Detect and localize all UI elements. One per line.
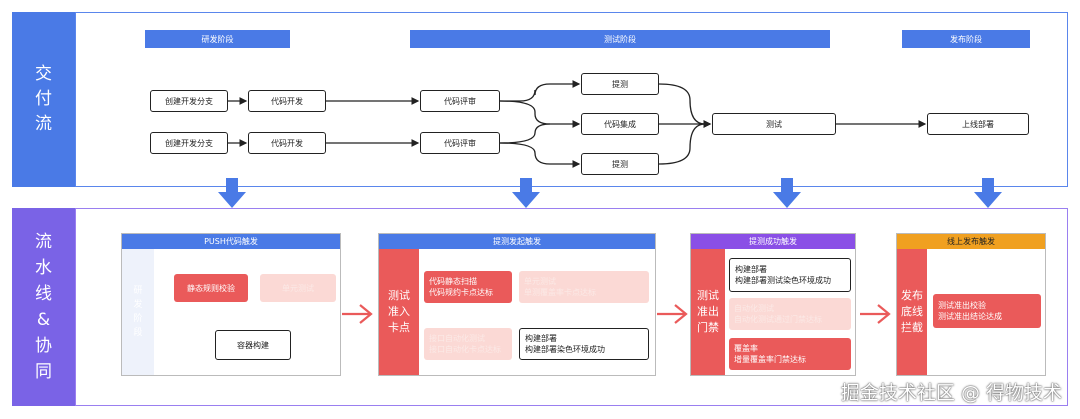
static-rule-check-item: 静态规则校验 — [174, 274, 248, 302]
right-arrow-icon — [860, 304, 891, 324]
down-arrow-icon — [218, 178, 246, 208]
test-admission-label: 测试准入卡点 — [379, 249, 419, 375]
code-integration-node: 代码集成 — [581, 113, 659, 135]
code-review-node-1: 代码评审 — [420, 90, 500, 112]
code-review-node-2: 代码评审 — [420, 132, 500, 154]
create-branch-node-1: 创建开发分支 — [150, 90, 228, 112]
push-trigger-card: PUSH代码触发 研发阶段 静态规则校验 单元测试 容器构建 — [121, 233, 341, 376]
static-scan-item: 代码静态扫描 代码规约卡点达标 — [424, 271, 512, 303]
build-deploy-item: 构建部署 构建部署染色环境成功 — [519, 328, 649, 360]
pipeline-label: 流水线&协同 — [12, 208, 75, 406]
unit-test-coverage-item: 单元测试 单测覆盖率卡点达标 — [519, 271, 649, 303]
automation-test-gate-item: 自动化测试 自动化测试通过门禁达标 — [729, 298, 851, 330]
push-trigger-header: PUSH代码触发 — [122, 234, 340, 249]
release-trigger-header: 线上发布触发 — [897, 234, 1045, 249]
coverage-gate-item: 覆盖率 增量覆盖率门禁达标 — [729, 338, 851, 370]
code-dev-node-2: 代码开发 — [248, 132, 326, 154]
release-trigger-card: 线上发布触发 发布底线拦截 测试准出校验 测试准出结论达成 — [896, 233, 1046, 376]
submit-trigger-card: 提测发起触发 测试准入卡点 代码静态扫描 代码规约卡点达标 单元测试 单测覆盖率… — [378, 233, 656, 376]
down-arrow-icon — [512, 178, 540, 208]
stage-release: 发布阶段 — [902, 30, 1030, 48]
submit-test-node-2: 提测 — [581, 153, 659, 175]
code-dev-node-1: 代码开发 — [248, 90, 326, 112]
delivery-flow-panel — [75, 12, 1068, 187]
delivery-flow-label: 交付流 — [12, 12, 75, 187]
push-stage-label: 研发阶段 — [122, 249, 154, 375]
deploy-node: 上线部署 — [927, 113, 1029, 135]
container-build-item: 容器构建 — [215, 330, 291, 360]
right-arrow-icon — [657, 304, 688, 324]
down-arrow-icon — [773, 178, 801, 208]
submit-trigger-header: 提测发起触发 — [379, 234, 655, 249]
stage-dev: 研发阶段 — [145, 30, 290, 48]
stage-test: 测试阶段 — [410, 30, 830, 48]
unit-test-item: 单元测试 — [260, 274, 336, 302]
success-trigger-card: 提测成功触发 测试准出门禁 构建部署 构建部署测试染色环境成功 自动化测试 自动… — [690, 233, 856, 376]
test-node: 测试 — [712, 113, 836, 135]
api-automation-item: 接口自动化测试 接口自动化卡点达标 — [424, 328, 512, 360]
right-arrow-icon — [342, 304, 373, 324]
create-branch-node-2: 创建开发分支 — [150, 132, 228, 154]
watermark: 掘金技术社区 @ 得物技术 — [840, 382, 1062, 404]
build-deploy-test-env-item: 构建部署 构建部署测试染色环境成功 — [729, 258, 851, 292]
pipeline-panel — [75, 208, 1068, 406]
down-arrow-icon — [974, 178, 1002, 208]
release-baseline-label: 发布底线拦截 — [897, 249, 927, 375]
submit-test-node-1: 提测 — [581, 73, 659, 95]
success-trigger-header: 提测成功触发 — [691, 234, 855, 249]
test-exit-gate-label: 测试准出门禁 — [691, 249, 725, 375]
exit-check-item: 测试准出校验 测试准出结论达成 — [933, 294, 1041, 328]
